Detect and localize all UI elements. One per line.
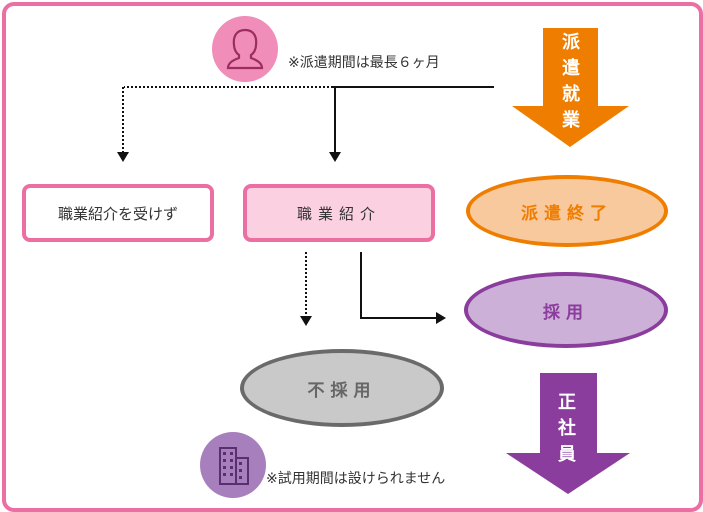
no-referral-arrowhead bbox=[117, 152, 129, 162]
regular-employee-arrow bbox=[506, 373, 630, 494]
dispatch-work-arrow bbox=[512, 28, 629, 147]
dispatch-work-label: 派遣就業 bbox=[562, 32, 580, 131]
referral-box: 職業紹介 bbox=[243, 184, 435, 242]
hired-connector bbox=[360, 252, 438, 319]
building-icon bbox=[200, 432, 266, 498]
person-icon bbox=[212, 16, 278, 82]
dispatch-period-note: ※派遣期間は最長６ヶ月 bbox=[288, 55, 440, 71]
no-referral-box: 職業紹介を受けず bbox=[22, 184, 214, 242]
hired-oval: 採用 bbox=[464, 272, 668, 348]
dispatch-end-oval: 派遣終了 bbox=[466, 175, 668, 247]
hired-arrowhead bbox=[436, 312, 446, 324]
regular-employee-label: 正社員 bbox=[558, 392, 576, 465]
not-hired-arrowhead bbox=[300, 316, 312, 326]
not-hired-oval: 不採用 bbox=[240, 349, 444, 427]
trial-period-note: ※試用期間は設けられません bbox=[266, 471, 446, 487]
referral-arrowhead bbox=[329, 152, 341, 162]
